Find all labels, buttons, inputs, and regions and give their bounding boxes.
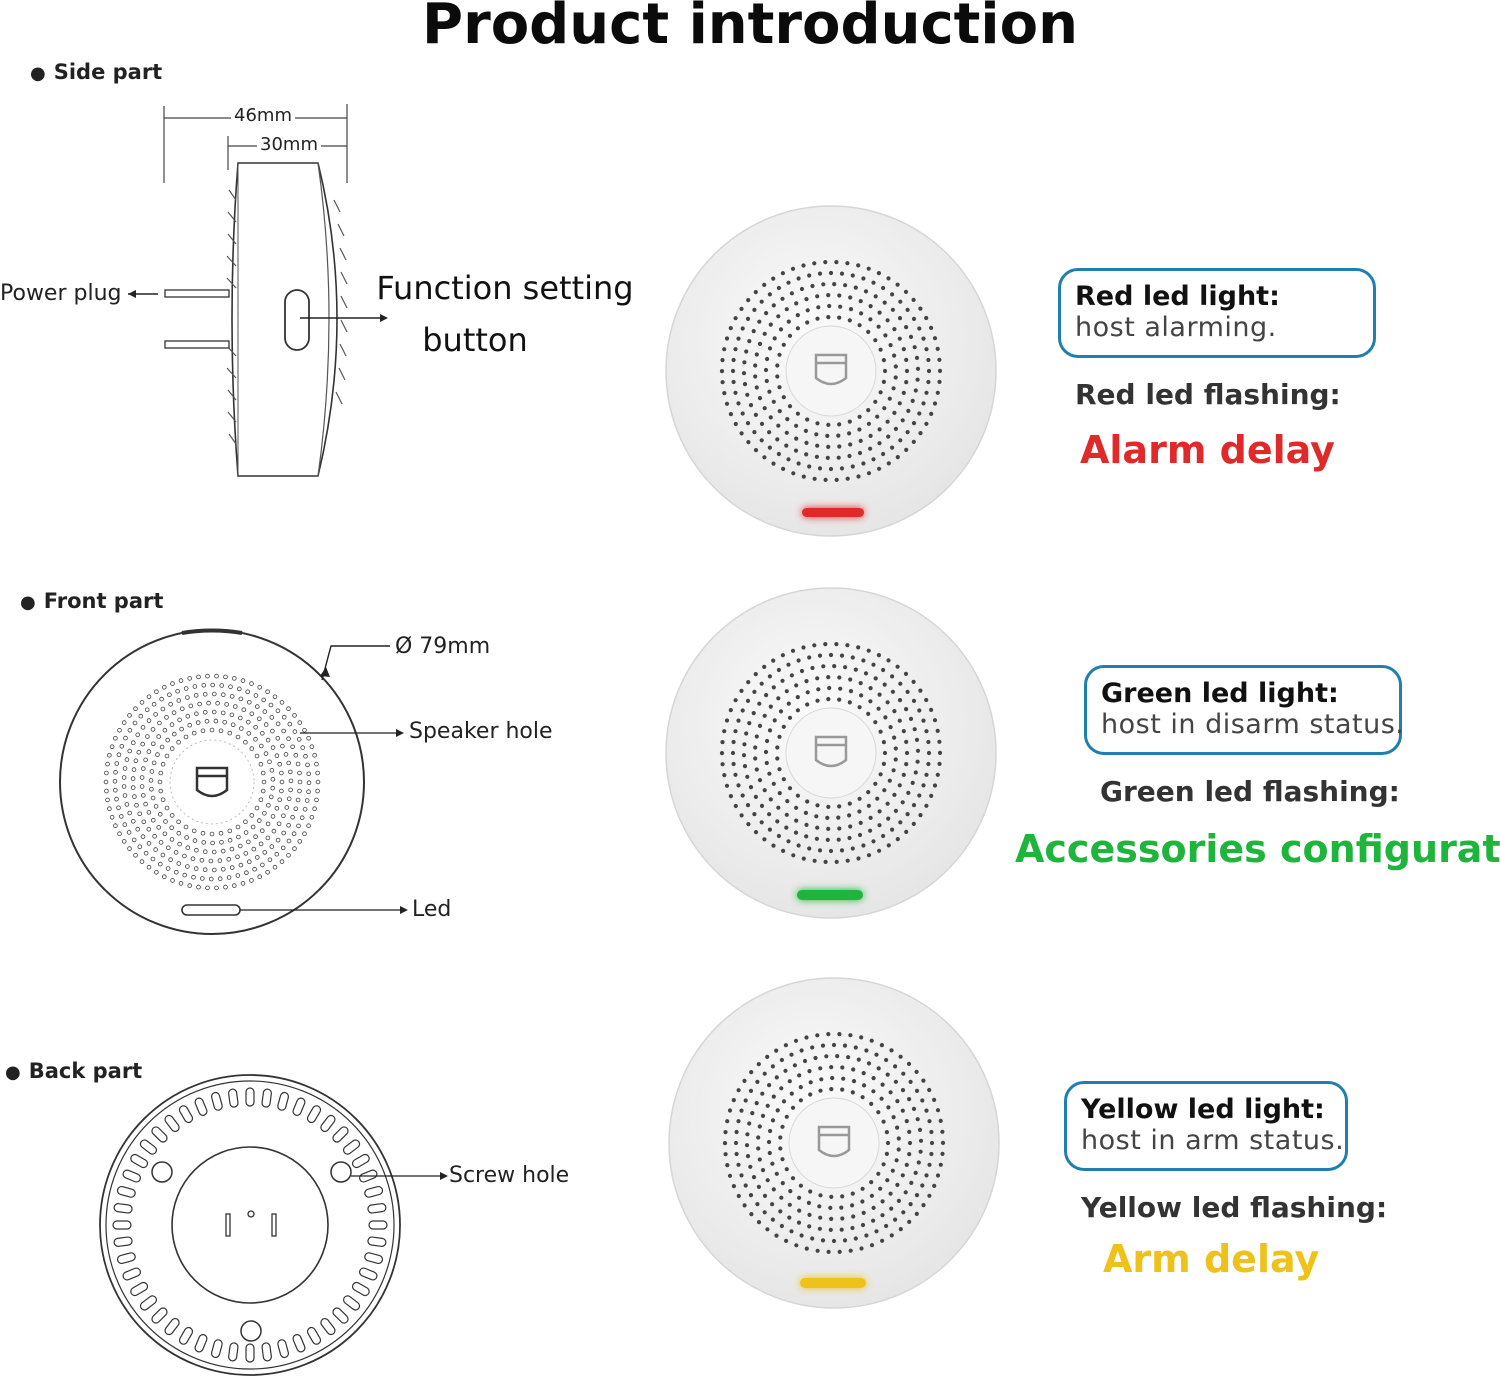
- yellow-led-light-box: Yellow led light: host in arm status.: [1064, 1081, 1348, 1171]
- power-plug-label: Power plug: [0, 281, 122, 306]
- yellow-flashing-heading: Yellow led flashing:: [1081, 1191, 1388, 1224]
- page-title: Product introduction: [422, 0, 1078, 57]
- vent-slot-ring: [112, 1087, 388, 1363]
- screw-hole-label: Screw hole: [449, 1163, 570, 1188]
- yellow-light-desc: host in arm status.: [1081, 1125, 1345, 1156]
- section-side-part: Side part: [30, 60, 163, 84]
- red-flashing-status: Alarm delay: [1080, 428, 1335, 472]
- red-flashing-heading: Red led flashing:: [1075, 378, 1341, 411]
- red-led-light-box: Red led light: host alarming.: [1058, 268, 1376, 358]
- yellow-flashing-status: Arm delay: [1103, 1237, 1320, 1281]
- green-led-light-box: Green led light: host in disarm status.: [1084, 665, 1405, 755]
- diameter-label: Ø 79mm: [395, 634, 491, 659]
- green-flashing-heading: Green led flashing:: [1100, 775, 1400, 808]
- section-front-part: Front part: [20, 589, 164, 613]
- speaker-hole-label: Speaker hole: [409, 719, 553, 744]
- function-label-line2: button: [422, 321, 528, 359]
- led-bar-yellow: [800, 1278, 866, 1288]
- red-light-heading: Red led light:: [1075, 281, 1280, 312]
- red-light-desc: host alarming.: [1075, 312, 1277, 343]
- section-back-part: Back part: [5, 1059, 143, 1083]
- dimension-46mm: 46mm: [231, 105, 295, 126]
- green-light-desc: host in disarm status.: [1101, 709, 1405, 740]
- green-flashing-status: Accessories configuration: [1015, 827, 1500, 871]
- green-light-heading: Green led light:: [1101, 678, 1339, 709]
- led-bar-red: [802, 508, 864, 517]
- function-button-label: Function setting button: [370, 262, 640, 366]
- led-bar-green: [797, 890, 863, 900]
- speaker-hole-pattern: [103, 673, 321, 891]
- led-label: Led: [412, 897, 452, 922]
- dimension-30mm: 30mm: [257, 134, 321, 155]
- function-label-line1: Function setting: [376, 269, 634, 307]
- yellow-light-heading: Yellow led light:: [1081, 1094, 1325, 1125]
